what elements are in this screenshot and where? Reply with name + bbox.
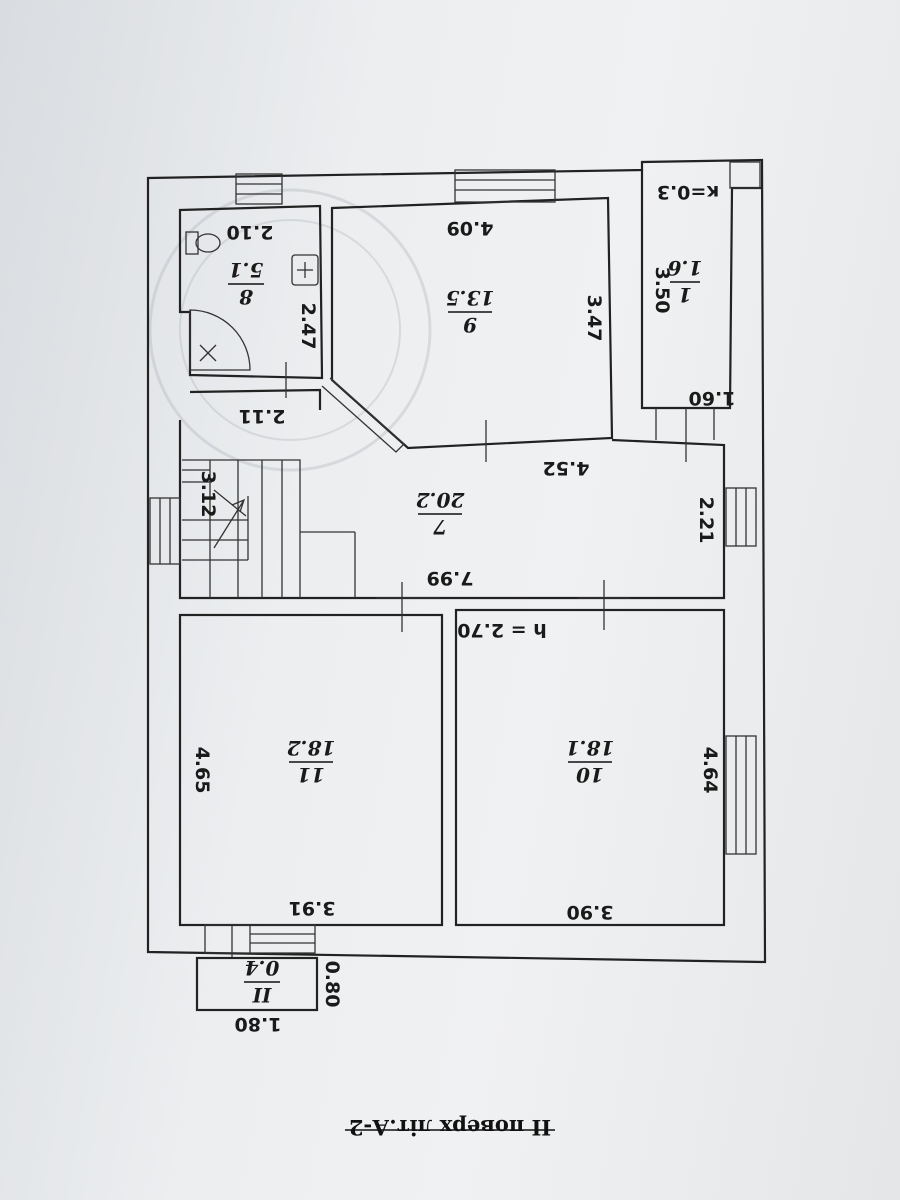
staircase [182,459,356,598]
room-label-7: 7 20.2 [416,488,466,539]
svg-text:11: 11 [297,763,325,787]
svg-text:9: 9 [463,313,477,337]
svg-text:5.1: 5.1 [229,258,264,282]
dim-3-50: 3.50 [651,267,673,314]
dim-3-90: 3.90 [567,901,614,923]
shower-icon [189,309,251,371]
dim-7-99: 7.99 [427,567,474,589]
dim-4-09: 4.09 [447,217,494,239]
window-right-lower [725,735,757,855]
windows [149,169,757,954]
inner-walls [178,161,762,1012]
svg-text:18.1: 18.1 [566,736,615,760]
dim-3-91: 3.91 [289,897,336,919]
svg-text:0.4: 0.4 [245,956,280,980]
bathroom-fixtures [185,231,319,371]
toilet-icon [185,231,221,255]
dim-k: к=0.3 [657,181,719,203]
window-right [725,487,757,547]
dim-1-80: 1.80 [235,1013,282,1035]
dim-height: h = 2.70 [457,619,547,641]
dim-3-47: 3.47 [583,295,605,342]
room-II-outline [195,956,319,1012]
dim-4-52: 4.52 [543,457,590,479]
room-label-1: 1 1.6 [668,256,703,307]
svg-text:8: 8 [239,285,254,309]
stair-arrow [213,498,246,549]
svg-text:II: II [252,983,272,1007]
dim-2-11: 2.11 [239,405,286,427]
sink-icon [291,254,319,286]
dim-2-21: 2.21 [695,497,717,544]
dim-3-12: 3.12 [197,471,219,518]
dim-1-60: 1.60 [689,387,736,409]
room-10-outline [454,608,726,927]
svg-text:7: 7 [433,515,447,539]
svg-text:13.5: 13.5 [446,286,495,310]
svg-text:10: 10 [576,763,604,787]
dim-4-64: 4.64 [699,747,721,794]
dim-2-10: 2.10 [227,221,274,243]
window-left [149,497,181,565]
svg-text:1: 1 [678,283,692,307]
dim-4-65: 4.65 [191,747,213,794]
room-labels: 1 1.6 7 20.2 8 5.1 9 13.5 10 18.1 11 18.… [228,256,702,1007]
room-label-10: 10 18.1 [566,736,615,787]
plan-title: II поверх літ.А-2 [345,1115,555,1140]
room-9-wall-inner [321,377,405,453]
room-label-II: II 0.4 [244,956,280,1007]
svg-text:18.2: 18.2 [287,736,336,760]
window-bottom [204,924,316,954]
svg-text:1.6: 1.6 [668,256,703,280]
room-label-9: 9 13.5 [446,286,495,337]
window-top-left [235,173,283,205]
window-top-mid [454,169,556,203]
room-label-11: 11 18.2 [287,736,336,787]
doors [231,362,715,958]
svg-text:20.2: 20.2 [416,488,466,512]
dimension-labels: к=0.3 2.10 4.09 3.50 3.47 2.47 1.60 2.11… [191,181,735,1035]
room-8-outline [178,204,324,380]
room-9-outline [330,196,614,450]
dim-0-80: 0.80 [321,961,343,1008]
corridor-upper-wall [189,388,322,410]
svg-text:II поверх літ.А-2: II поверх літ.А-2 [349,1115,551,1140]
room-label-8: 8 5.1 [228,258,264,309]
dim-2-47: 2.47 [297,303,319,350]
watermark-stamp [148,188,432,472]
room-1-corner [729,161,761,189]
